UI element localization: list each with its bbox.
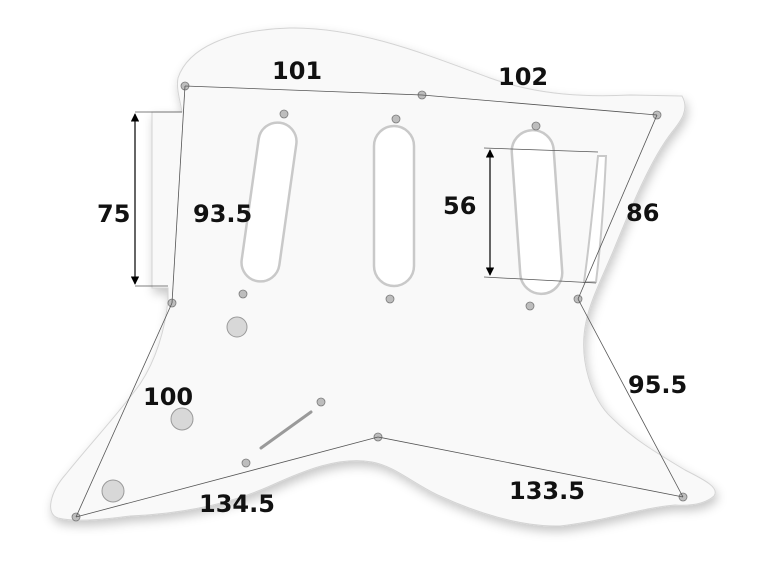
- screw-hole: [238, 289, 248, 299]
- guide-bottom-left-side: [75, 302, 173, 518]
- extension-line: [483, 276, 597, 284]
- screw-hole: [316, 397, 326, 407]
- dimension-label-bottom-left-side: 100: [143, 383, 193, 411]
- pickup-slot-middle: [372, 124, 416, 288]
- guide-top-right: [421, 94, 658, 116]
- dimension-label-top-right: 102: [498, 63, 548, 91]
- screw-hole: [525, 301, 535, 311]
- screw-hole: [391, 114, 401, 124]
- pot-hole-2: [170, 407, 194, 431]
- pickup-slot-bridge: [510, 128, 564, 296]
- pot-hole-1: [226, 316, 248, 338]
- dimension-label-right-side: 86: [626, 199, 659, 227]
- guide-right-side: [577, 114, 658, 300]
- guide-top-left: [184, 85, 423, 96]
- screw-hole: [279, 109, 289, 119]
- dimension-label-left-height: 75: [97, 200, 130, 228]
- extension-line: [483, 147, 599, 153]
- guide-bottom-left: [75, 436, 379, 518]
- screw-hole: [241, 458, 251, 468]
- dimension-label-bottom-right: 133.5: [509, 477, 585, 505]
- bridge-notch: [582, 155, 608, 283]
- guide-bottom-right: [377, 436, 684, 498]
- screw-hole: [385, 294, 395, 304]
- guide-bottom-right-side: [577, 298, 684, 498]
- dimension-label-mid-height: 56: [443, 192, 476, 220]
- pot-hole-3: [101, 479, 125, 503]
- pickup-slot-neck: [240, 121, 298, 283]
- guide-left-side: [171, 85, 186, 304]
- screw-hole: [531, 121, 541, 131]
- dimension-label-top-left: 101: [272, 57, 322, 85]
- dimension-label-bottom-right-side: 95.5: [628, 371, 687, 399]
- switch-slot: [259, 410, 313, 450]
- dimension-label-bottom-left: 134.5: [199, 490, 275, 518]
- dimension-label-left-side: 93.5: [193, 200, 252, 228]
